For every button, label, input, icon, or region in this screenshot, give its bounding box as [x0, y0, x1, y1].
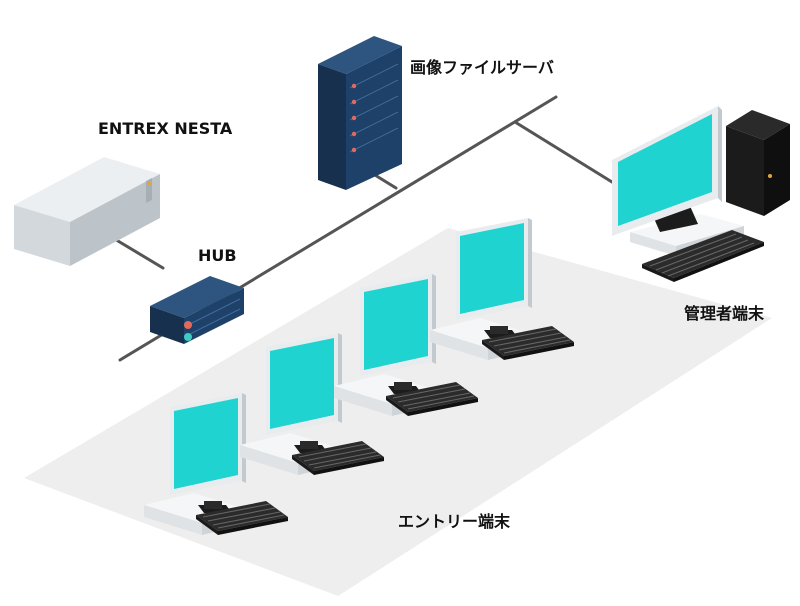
- hub-cyan-led: [184, 333, 192, 341]
- hub-red-led: [184, 321, 192, 329]
- image-file-server: [318, 36, 402, 190]
- image-file-server-label: 画像ファイルサーバ: [410, 58, 554, 77]
- entrex-nesta-device: [14, 157, 160, 266]
- admin-terminal: [612, 106, 790, 282]
- hub-label: HUB: [198, 246, 237, 265]
- admin-terminal-label: 管理者端末: [684, 304, 765, 323]
- entry-terminals-label: エントリー端末: [398, 512, 511, 531]
- hub-device: [150, 276, 244, 344]
- entrex-nesta-label: ENTREX NESTA: [98, 119, 233, 138]
